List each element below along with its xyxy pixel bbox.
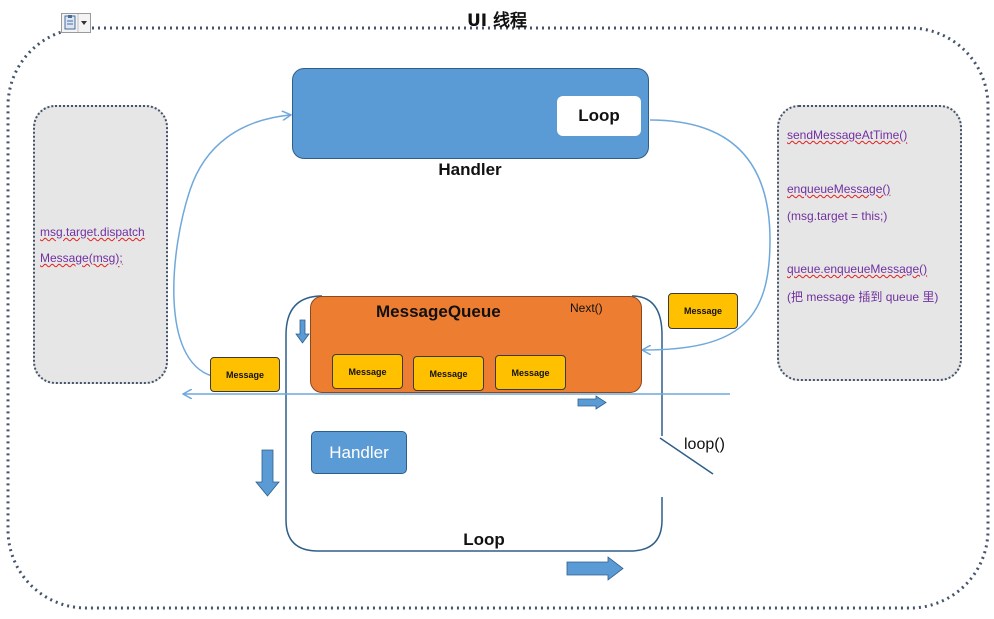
outgoing-message: Message xyxy=(210,357,280,392)
queue-message-1: Message xyxy=(332,354,403,389)
loop-box-right-edge xyxy=(631,295,663,436)
block-arrow-right-large xyxy=(566,556,624,581)
handler-label: Handler xyxy=(438,160,502,179)
right-panel xyxy=(777,105,962,381)
right-panel-line-3: (msg.target = this;) xyxy=(787,209,888,223)
block-arrow-down-large xyxy=(255,449,280,497)
queue-message-2: Message xyxy=(413,356,484,391)
left-panel-line-2: Message(msg); xyxy=(40,251,123,265)
block-arrow-right-small xyxy=(577,395,607,410)
ui-thread-boundary xyxy=(6,26,990,610)
message-queue-next-label: Next() xyxy=(570,301,603,315)
loop-box-label: Loop xyxy=(463,530,505,549)
loop-callout-line xyxy=(659,437,714,475)
send-arrow xyxy=(643,119,771,350)
inner-handler-block: Handler xyxy=(311,431,407,474)
incoming-message: Message xyxy=(668,293,738,329)
right-panel-line-5: (把 message 插到 queue 里) xyxy=(787,290,939,304)
right-panel-line-2: enqueueMessage() xyxy=(787,182,891,196)
loop-function-label: loop() xyxy=(684,436,725,453)
dispatch-arrow xyxy=(173,115,290,377)
left-panel xyxy=(33,105,168,384)
loop-box-outline xyxy=(285,295,663,552)
right-panel-line-4: queue.enqueueMessage() xyxy=(787,262,928,276)
handler-loop-chip: Loop xyxy=(557,96,641,136)
document-paste-icon[interactable] xyxy=(61,13,91,33)
queue-message-3: Message xyxy=(495,355,566,390)
handler-block xyxy=(292,68,649,159)
diagram-title: UI 线程 xyxy=(466,11,528,31)
right-panel-line-1: sendMessageAtTime() xyxy=(787,128,908,142)
left-panel-line-1: msg.target.dispatch xyxy=(40,225,145,239)
message-queue-label: MessageQueue xyxy=(376,302,501,321)
block-arrow-down-small xyxy=(295,319,310,344)
